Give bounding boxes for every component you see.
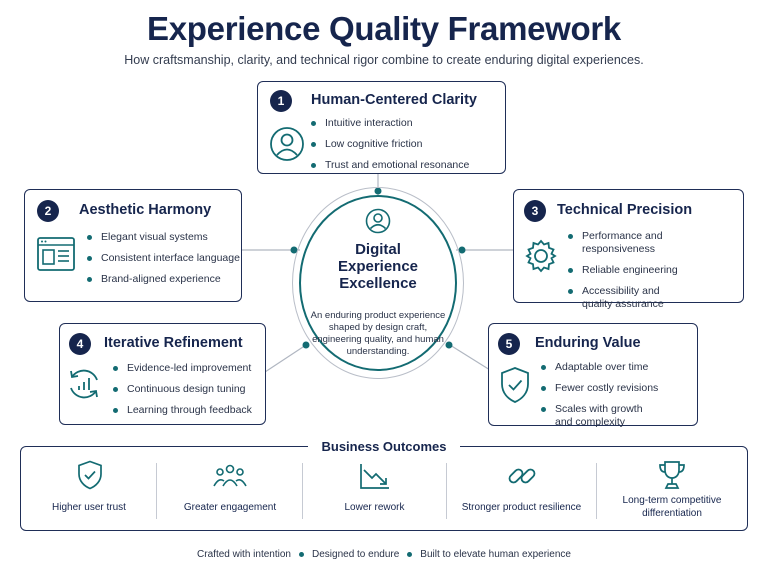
center-outer-ring	[292, 187, 464, 379]
gear-icon	[525, 239, 557, 273]
divider	[446, 463, 447, 519]
connector-dot	[445, 341, 453, 349]
pillar-title: Iterative Refinement	[104, 335, 243, 351]
pillar-number-badge: 4	[69, 333, 91, 355]
list-item: Evidence-led improvement	[113, 362, 252, 375]
footer-item: Crafted with intention	[197, 549, 291, 560]
pillar-title: Enduring Value	[535, 335, 641, 351]
refresh-chart-icon	[70, 369, 98, 399]
footer-tagline: Crafted with intention Designed to endure…	[0, 549, 768, 560]
outcome-label: Higher user trust	[52, 502, 126, 513]
separator-dot	[407, 551, 413, 557]
pillar-points: Performance and responsiveness Reliable …	[568, 230, 738, 319]
trophy-icon	[659, 461, 685, 489]
outcome-label: Greater engagement	[183, 502, 277, 513]
pillar-points: Adaptable over time Fewer costly revisio…	[541, 361, 691, 437]
pillar-number-badge: 1	[270, 90, 292, 112]
pillar-title: Aesthetic Harmony	[79, 202, 212, 218]
center-description: An enduring product experience shaped by…	[310, 310, 446, 357]
list-item: Consistent interface language	[87, 252, 240, 265]
pillar-number-badge: 3	[524, 200, 546, 222]
shield-check-icon	[78, 460, 102, 490]
business-outcomes-heading: Business Outcomes	[308, 439, 460, 454]
outcome-greater-engagement: Greater engagement	[158, 456, 302, 526]
pillar-points: Evidence-led improvement Continuous desi…	[113, 362, 252, 425]
footer-item: Built to elevate human experience	[420, 549, 571, 560]
separator-dot	[299, 551, 304, 557]
connector-dot	[458, 246, 466, 254]
list-item: Trust and emotional resonance	[311, 159, 469, 172]
footer-item: Designed to endure	[312, 549, 400, 560]
outcome-stronger-product-resilience: Stronger product resilience	[447, 456, 596, 526]
list-item: Performance and responsiveness	[568, 230, 738, 256]
pillar-card-iterative-refinement: 4 Iterative Refinement Evidence-led impr…	[59, 323, 266, 425]
pillar-card-technical-precision: 3 Technical Precision Performance and re…	[513, 189, 744, 310]
list-item: Scales with growth and complexity	[541, 403, 645, 429]
outcome-higher-user-trust: Higher user trust	[22, 456, 156, 526]
divider	[302, 463, 303, 519]
connector-dot	[302, 341, 310, 349]
pillar-number-badge: 5	[498, 333, 520, 355]
list-item: Adaptable over time	[541, 361, 691, 374]
center-title: Digital Experience Excellence	[337, 241, 419, 292]
list-item: Brand-aligned experience	[87, 273, 240, 286]
outcome-label: Long-term competitive differentiation	[622, 495, 722, 519]
pillar-points: Elegant visual systems Consistent interf…	[87, 231, 240, 294]
person-icon	[270, 127, 304, 161]
list-item: Fewer costly revisions	[541, 382, 691, 395]
outcome-long-term-competitive-differentiation: Long-term competitive differentiation	[597, 456, 747, 526]
pillar-title: Human-Centered Clarity	[311, 92, 477, 108]
users-icon	[213, 464, 247, 487]
page-subtitle: How craftsmanship, clarity, and technica…	[124, 53, 644, 67]
shield-check-icon	[501, 367, 529, 403]
pillar-card-human-centered-clarity: 1 Human-Centered Clarity Intuitive inter…	[257, 81, 506, 174]
outcome-lower-rework: Lower rework	[303, 456, 446, 526]
pillar-card-enduring-value: 5 Enduring Value Adaptable over time Few…	[488, 323, 698, 428]
interface-layout-icon	[37, 237, 75, 271]
list-item: Elegant visual systems	[87, 231, 240, 244]
outcome-label: Stronger product resilience	[461, 502, 582, 513]
page-title: Experience Quality Framework	[147, 10, 621, 47]
trend-down-icon	[360, 464, 389, 489]
divider	[596, 463, 597, 519]
pillar-number-badge: 2	[37, 200, 59, 222]
list-item: Continuous design tuning	[113, 383, 252, 396]
person-icon	[365, 208, 391, 234]
pillar-title: Technical Precision	[557, 202, 693, 218]
list-item: Learning through feedback	[113, 404, 252, 417]
list-item: Low cognitive friction	[311, 138, 469, 151]
list-item: Accessibility and quality assurance	[568, 285, 692, 311]
pillar-card-aesthetic-harmony: 2 Aesthetic Harmony Elegant visual syste…	[24, 189, 242, 302]
outcome-label: Lower rework	[344, 502, 405, 513]
list-item: Reliable engineering	[568, 264, 738, 277]
link-icon	[508, 468, 536, 484]
list-item: Intuitive interaction	[311, 117, 469, 130]
divider	[156, 463, 157, 519]
pillar-points: Intuitive interaction Low cognitive fric…	[311, 117, 469, 180]
